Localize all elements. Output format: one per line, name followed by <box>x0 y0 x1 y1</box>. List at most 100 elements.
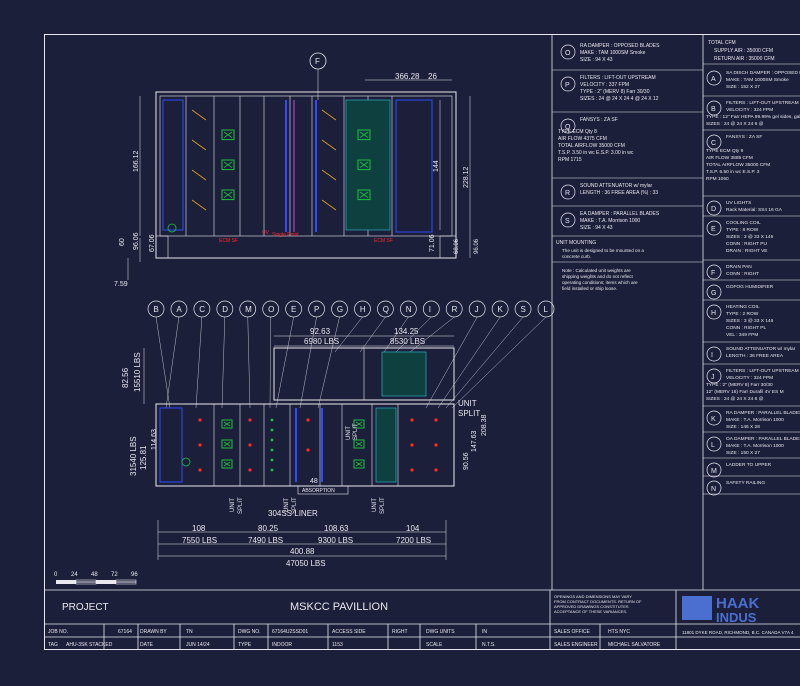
dim-125: 125.81 <box>139 445 148 470</box>
project-label: PROJECT <box>62 602 109 613</box>
legend-line-H-4: VEL : 349 FPM <box>726 332 758 338</box>
legend-letter-C: C <box>711 140 716 147</box>
callout-letter-N: N <box>406 305 412 314</box>
dim-7-59: 7.59 <box>114 281 128 288</box>
legend-letter-M: M <box>711 468 717 475</box>
legend-letter-Q: Q <box>565 124 571 131</box>
seg-80: 80.25 <box>258 524 279 533</box>
tag-value: AHU-3SK STACKED <box>66 642 113 648</box>
callout-letter-C: C <box>199 305 205 314</box>
legend-line-J-4: SIZES : 24 @ 24 X 24 6 @ <box>706 396 764 402</box>
legend-line-Q-3: T.S.P. 3.50 in wc E.S.P. 3.00 in wc <box>558 150 634 156</box>
legend-callout-A <box>706 70 722 86</box>
legend-line-P-0: FILTERS : LIFT-OUT UPSTREAM <box>580 75 656 81</box>
dim-228: 228.12 <box>463 166 470 188</box>
callout-letter-K: K <box>498 305 504 314</box>
plan-view-top: F 366.28 26 <box>114 52 480 288</box>
absorption-label: ABSORPTION <box>302 488 335 494</box>
dim-144: 144 <box>433 160 440 172</box>
legend-line-J-0: FILTERS : LIFT-OUT UPSTREAM <box>726 368 799 374</box>
callout-letter-P: P <box>314 305 319 314</box>
legend-letter-I: I <box>711 352 713 359</box>
legend-callout-N <box>706 480 722 496</box>
unit-mounting-text-0: The unit is designed to be mounted on a <box>562 248 644 253</box>
legend-line-K-2: SIZE : 146 X 28 <box>726 424 760 430</box>
lbs-7550: 7550 LBS <box>182 536 217 545</box>
legend-line-E-4: DRAIN : RIGHT VE <box>726 248 768 254</box>
title-block <box>44 589 800 650</box>
callout-letter-O: O <box>268 305 274 314</box>
legend-line-I-0: SOUND ATTENUATOR w/ mylar <box>726 346 796 352</box>
legend-line-H-2: SIZES : 3 @ 33 X 146 <box>726 318 774 324</box>
drawn-by-label: DRAWN BY <box>140 629 167 635</box>
elevation-view: 92.63 6980 LBS 134.25 8530 LBS 82.56 155… <box>121 327 488 568</box>
legend-callout-L <box>706 436 722 452</box>
legend-line-P-3: SIZES : 24 @ 24 X 24 4 @ 24 X 12 <box>580 96 659 102</box>
logo-text-2: INDUS <box>716 610 757 625</box>
legend-line-I-1: LENGTH : 36 FREE AREA <box>726 353 784 359</box>
dwg-units-label: DWG UNITS <box>426 629 455 635</box>
legend-letter-O: O <box>565 50 571 57</box>
legend-letter-S: S <box>565 218 570 225</box>
legend-line-H-3: CONN : RIGHT PL <box>726 325 766 331</box>
legend-line-L-2: SIZE : 150 X 27 <box>726 450 760 456</box>
legend-line-F-0: DRAIN PAN <box>726 264 752 270</box>
dim-114: 114.63 <box>151 429 158 450</box>
legend-line-C-0: FANSYS : ZA SF <box>726 134 762 140</box>
unit-mounting-title: UNIT MOUNTING <box>556 240 596 246</box>
callout-letter-Q: Q <box>383 305 389 314</box>
lbs-7490: 7490 LBS <box>248 536 283 545</box>
legend-callout-I <box>706 346 722 362</box>
dim-90: 90.56 <box>463 452 470 470</box>
legend-line-E-3: CONN : RIGHT PU <box>726 241 767 247</box>
callout-letter-H: H <box>360 305 366 314</box>
split-unit-0: UNIT <box>230 498 236 512</box>
dim-366: 366.28 <box>395 72 420 81</box>
legend-line-J-1: VELOCITY : 324 FPM <box>726 375 773 381</box>
legend-line-C-3: AIR FLOW 3889 CFM <box>706 155 753 161</box>
legend-line-J-3: 12" (MERV 16) Farr Durafil 4V ES M <box>706 389 784 395</box>
dim-82: 82.56 <box>121 367 130 388</box>
total-weight: 47050 LBS <box>286 559 326 568</box>
legend-letter-D: D <box>711 206 716 213</box>
scale-value: N.T.S. <box>482 642 496 648</box>
legend-line-E-1: TYPE : 8 ROW <box>726 227 759 233</box>
split-split-2: SPLIT <box>380 497 386 514</box>
dim-68: 68.06 <box>454 238 460 254</box>
type-value: INDOOR <box>272 642 292 648</box>
weights-note-2: operating conditions; items which are <box>562 280 638 285</box>
legend-title-Q: FANSYS : ZA SF <box>580 117 618 123</box>
legend-callout-D <box>706 200 722 216</box>
split-split-0: SPLIT <box>238 497 244 514</box>
legend-callout-S <box>560 212 576 228</box>
legend-line-C-5: T.S.P. 6.50 in wc E.S.P. 3 <box>706 169 760 175</box>
unit-label-mid: UNIT <box>346 426 352 440</box>
total-length: 400.88 <box>290 547 315 556</box>
seg-108b: 108.63 <box>324 524 349 533</box>
callout-letter-A: A <box>176 305 182 314</box>
drawn-by: TN <box>186 629 193 635</box>
split-unit-2: UNIT <box>372 498 378 512</box>
drawing-sheet <box>44 34 800 650</box>
legend-line-E-0: COOLING COIL <box>726 220 761 226</box>
legend-line-A-2: SIZE : 152 X 27 <box>726 84 760 90</box>
scale-96: 96 <box>131 572 138 578</box>
legend-line-D-1: Rack Material: SS4 16 GA <box>726 207 783 213</box>
unit-mounting-text-1: concrete curb. <box>562 254 591 259</box>
unit-split-label-top-2: SPLIT <box>458 409 480 418</box>
callout-letter-E: E <box>291 305 296 314</box>
legend-line-O-0: RA DAMPER : OPPOSED BLADES <box>580 43 660 49</box>
liner-label: 304SS LINER <box>268 509 318 518</box>
legend-line-C-2: TYPE ECM Qty 9 <box>706 148 744 154</box>
legend-line-A-0: SA DISCH DAMPER : OPPOSED B <box>726 70 800 76</box>
legend-line-O-2: SIZE : 94 X 43 <box>580 57 613 63</box>
label-uv: UV <box>262 230 270 236</box>
legend-line-C-4: TOTAL AIRFLOW 35000 CFM <box>706 162 770 168</box>
legend-line-R-0: SOUND ATTENUATOR w/ mylar <box>580 183 653 189</box>
split-unit-1: UNIT <box>284 498 290 512</box>
dim-71: 71.06 <box>429 234 436 252</box>
date-label: DATE <box>140 642 154 648</box>
label-ecm-sf-right: ECM SF <box>374 238 393 244</box>
